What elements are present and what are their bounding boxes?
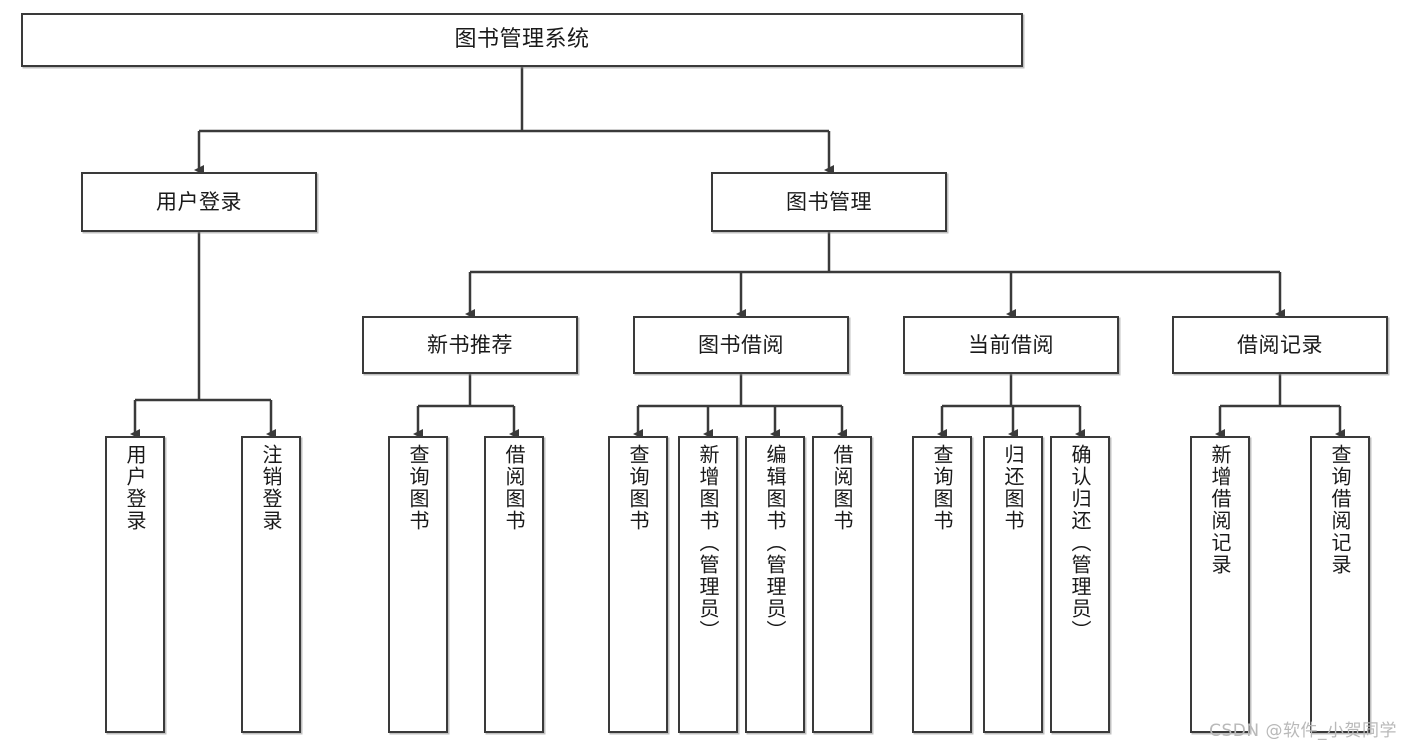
node-book-borrow[interactable]: 图书借阅 xyxy=(633,316,849,374)
node-leaf-query-book-2[interactable]: 查询图书 xyxy=(608,436,668,733)
node-label: 确认归还（管理员） xyxy=(1068,444,1092,642)
node-label: 借阅记录 xyxy=(1237,332,1323,357)
node-current-borrow[interactable]: 当前借阅 xyxy=(903,316,1119,374)
watermark-text: CSDN @软件_小贺同学 xyxy=(1209,721,1397,741)
node-leaf-logout[interactable]: 注销登录 xyxy=(241,436,301,733)
node-label: 新书推荐 xyxy=(427,332,513,357)
edge-paths xyxy=(130,67,1345,439)
node-label: 当前借阅 xyxy=(968,332,1054,357)
node-label: 用户登录 xyxy=(123,444,147,532)
node-leaf-query-book-1[interactable]: 查询图书 xyxy=(388,436,448,733)
node-label: 注销登录 xyxy=(259,444,283,532)
node-book-manage[interactable]: 图书管理 xyxy=(711,172,947,232)
node-leaf-add-book[interactable]: 新增图书（管理员） xyxy=(678,436,738,733)
node-label: 查询借阅记录 xyxy=(1328,444,1352,576)
node-leaf-query-record[interactable]: 查询借阅记录 xyxy=(1310,436,1370,733)
node-label: 新增图书（管理员） xyxy=(696,444,720,642)
node-label: 借阅图书 xyxy=(830,444,854,532)
node-label: 图书借阅 xyxy=(698,332,784,357)
node-label: 用户登录 xyxy=(156,189,242,214)
node-label: 查询图书 xyxy=(930,444,954,532)
node-leaf-query-book-3[interactable]: 查询图书 xyxy=(912,436,972,733)
node-label: 查询图书 xyxy=(406,444,430,532)
node-label: 新增借阅记录 xyxy=(1208,444,1232,576)
node-leaf-borrow-book-1[interactable]: 借阅图书 xyxy=(484,436,544,733)
node-root[interactable]: 图书管理系统 xyxy=(21,13,1023,67)
node-label: 查询图书 xyxy=(626,444,650,532)
node-label: 编辑图书（管理员） xyxy=(763,444,787,642)
node-leaf-user-login[interactable]: 用户登录 xyxy=(105,436,165,733)
node-user-login[interactable]: 用户登录 xyxy=(81,172,317,232)
node-new-book-rec[interactable]: 新书推荐 xyxy=(362,316,578,374)
node-label: 图书管理 xyxy=(786,189,872,214)
node-leaf-return-book[interactable]: 归还图书 xyxy=(983,436,1043,733)
node-label: 图书管理系统 xyxy=(454,27,590,53)
node-leaf-confirm-return[interactable]: 确认归还（管理员） xyxy=(1050,436,1110,733)
node-borrow-record[interactable]: 借阅记录 xyxy=(1172,316,1388,374)
node-leaf-edit-book[interactable]: 编辑图书（管理员） xyxy=(745,436,805,733)
node-label: 归还图书 xyxy=(1001,444,1025,532)
node-label: 借阅图书 xyxy=(502,444,526,532)
node-leaf-borrow-book-2[interactable]: 借阅图书 xyxy=(812,436,872,733)
node-leaf-add-record[interactable]: 新增借阅记录 xyxy=(1190,436,1250,733)
